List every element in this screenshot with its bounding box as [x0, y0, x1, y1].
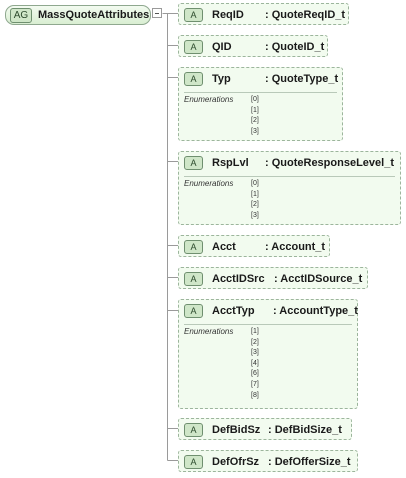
attribute-type: : QuoteID_t [265, 41, 325, 53]
attribute-reqid[interactable]: A ReqID : QuoteReqID_t [178, 3, 349, 25]
enum-value: [7] [251, 380, 259, 388]
attribute-badge: A [184, 455, 203, 469]
enumeration-list: [1] [2] [3] [4] [6] [7] [8] [251, 327, 259, 401]
enumerations-label: Enumerations [184, 327, 234, 336]
enumeration-list: [0] [1] [2] [3] [251, 179, 259, 221]
attribute-name: QID [212, 41, 232, 53]
collapse-toggle[interactable] [152, 8, 162, 18]
enum-value: [3] [251, 349, 259, 357]
attribute-rsplvl[interactable]: A RspLvl : QuoteResponseLevel_t Enumerat… [178, 151, 401, 225]
attribute-badge: A [184, 40, 203, 54]
attribute-type: : Account_t [265, 241, 326, 253]
enum-divider [184, 324, 352, 325]
attribute-badge: A [184, 8, 203, 22]
enum-value: [6] [251, 370, 259, 378]
enum-value: [0] [251, 180, 259, 187]
enum-value: [1] [251, 328, 259, 335]
enum-divider [184, 176, 395, 177]
attribute-group-name: MassQuoteAttributes [38, 9, 150, 21]
enum-value: [2] [251, 201, 259, 209]
attribute-badge: A [184, 240, 203, 254]
attribute-name: Acct [212, 241, 236, 253]
enum-value: [1] [251, 190, 259, 198]
enum-value: [1] [251, 106, 259, 114]
attribute-defbidsz[interactable]: A DefBidSz : DefBidSize_t [178, 418, 352, 440]
attribute-acct[interactable]: A Acct : Account_t [178, 235, 330, 257]
enum-value: [3] [251, 127, 259, 135]
enumerations-label: Enumerations [184, 95, 234, 104]
attribute-badge: A [184, 72, 203, 86]
attribute-type: : QuoteResponseLevel_t [265, 157, 394, 169]
attribute-name: DefOfrSz [212, 456, 260, 468]
enum-value: [3] [251, 211, 259, 219]
attribute-type: : QuoteReqID_t [265, 9, 346, 21]
attribute-name: Typ [212, 73, 231, 85]
enum-value: [8] [251, 391, 259, 399]
attribute-name: RspLvl [212, 157, 249, 169]
enum-divider [184, 92, 337, 93]
attribute-badge: A [184, 156, 203, 170]
attribute-name: AcctIDSrc [212, 273, 265, 285]
attribute-typ[interactable]: A Typ : QuoteType_t Enumerations [0] [1]… [178, 67, 343, 141]
attribute-badge: A [184, 272, 203, 286]
attribute-group-node[interactable]: AG MassQuoteAttributes [5, 5, 151, 25]
attribute-acctidsrc[interactable]: A AcctIDSrc : AcctIDSource_t [178, 267, 368, 289]
enumeration-list: [0] [1] [2] [3] [251, 95, 259, 137]
enumerations-label: Enumerations [184, 179, 234, 188]
attribute-type: : QuoteType_t [265, 73, 339, 85]
attribute-group-badge: AG [10, 7, 32, 23]
enum-value: [2] [251, 117, 259, 125]
attribute-type: : DefOfferSize_t [268, 456, 351, 468]
attribute-type: : AccountType_t [273, 305, 358, 317]
attribute-name: DefBidSz [212, 424, 261, 436]
attribute-type: : DefBidSize_t [268, 424, 342, 436]
attribute-name: ReqID [212, 9, 244, 21]
attribute-qid[interactable]: A QID : QuoteID_t [178, 35, 328, 57]
attribute-badge: A [184, 304, 203, 318]
enum-value: [0] [251, 96, 259, 103]
attribute-defofrsz[interactable]: A DefOfrSz : DefOfferSize_t [178, 450, 358, 472]
attribute-accttyp[interactable]: A AcctTyp : AccountType_t Enumerations [… [178, 299, 358, 409]
attribute-name: AcctTyp [212, 305, 255, 317]
attribute-type: : AcctIDSource_t [274, 273, 363, 285]
enum-value: [4] [251, 359, 259, 367]
attribute-badge: A [184, 423, 203, 437]
enum-value: [2] [251, 338, 259, 346]
